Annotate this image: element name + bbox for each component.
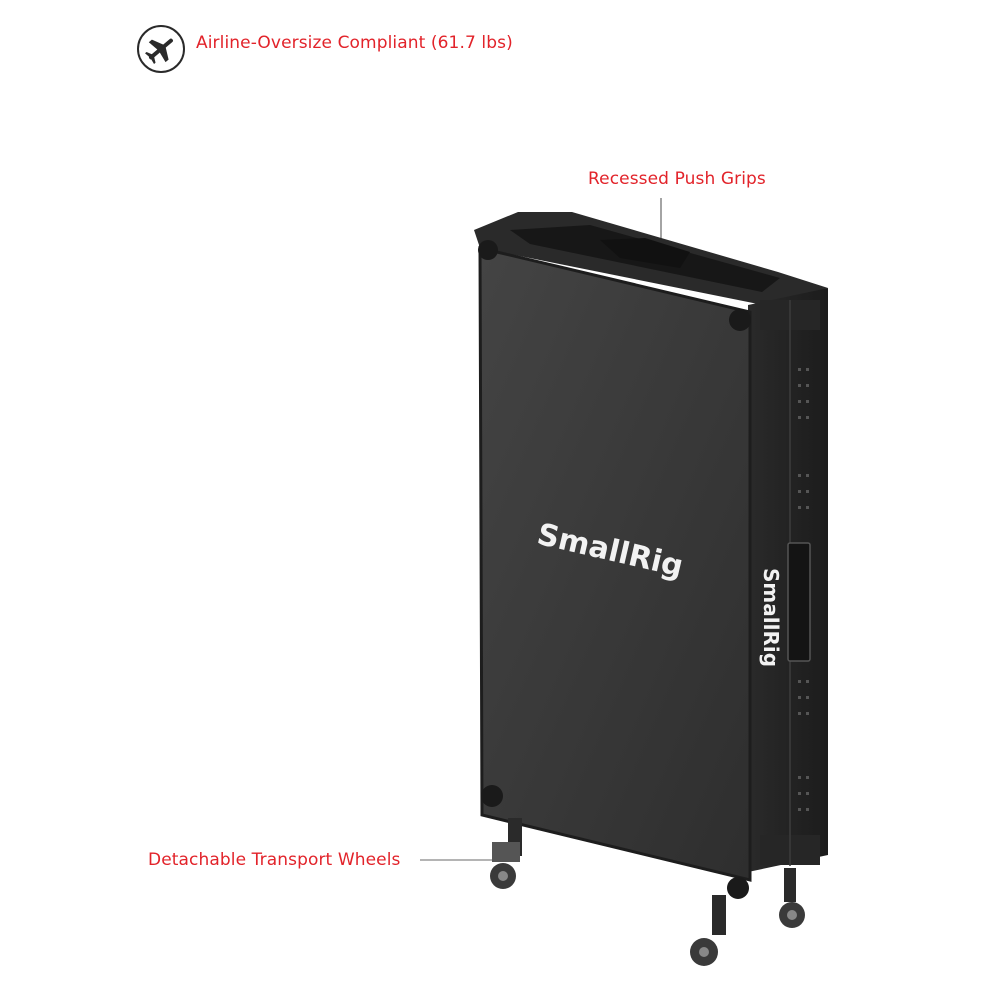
side-vents [798,368,809,811]
airline-compliance-text: Airline-Oversize Compliant (61.7 lbs) [196,33,513,53]
wheels-callout: Detachable Transport Wheels [148,850,401,870]
corner-foot-bottom-left [481,785,503,807]
front-panel-edge [478,246,752,882]
corner-foot-top-right [729,309,751,331]
corner-foot-top-left [478,240,498,260]
case-front-panel [480,248,750,880]
recessed-push-grip [600,238,690,268]
push-grips-callout: Recessed Push Grips [588,169,766,189]
side-carry-handle [787,542,811,662]
transport-wheels [490,818,805,966]
airplane-icon [137,25,185,73]
corner-foot-bottom-right [727,877,749,899]
side-logo: SmallRig [759,568,783,667]
